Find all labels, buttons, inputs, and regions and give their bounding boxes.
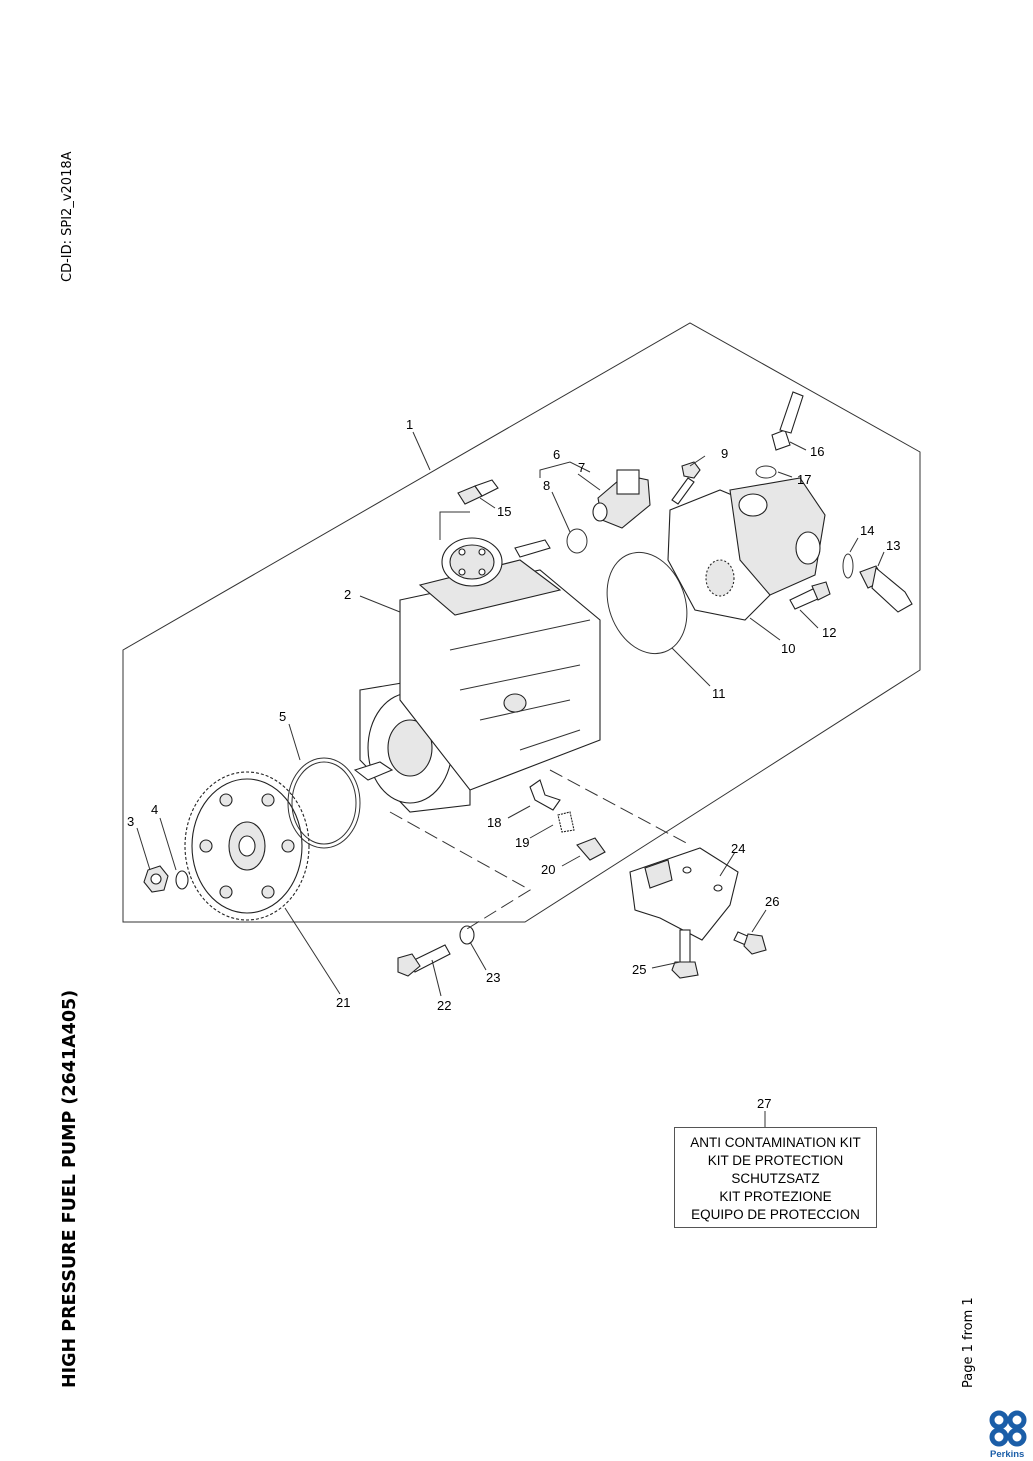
fitting-16 — [771, 391, 804, 451]
bracket-24 — [629, 847, 739, 941]
bolt-12 — [789, 581, 831, 610]
bracket-6 — [539, 461, 591, 478]
callout-18: 18 — [487, 815, 501, 830]
sensor-part — [592, 469, 651, 529]
washer-23 — [459, 925, 475, 945]
pump-body-part — [353, 537, 601, 813]
perkins-logo-icon — [989, 1410, 1027, 1447]
leader-lines — [136, 431, 885, 1127]
spring-19 — [557, 811, 575, 833]
bolt-9 — [671, 461, 701, 505]
callout-12: 12 — [822, 625, 836, 640]
callout-4: 4 — [151, 802, 158, 817]
callout-15: 15 — [497, 504, 511, 519]
nut-part — [143, 865, 169, 893]
callout-24: 24 — [731, 841, 745, 856]
gear-part — [184, 771, 310, 921]
o-ring-11 — [606, 551, 688, 655]
callout-6: 6 — [553, 447, 560, 462]
kit-line-de: SCHUTZSATZ — [731, 1171, 820, 1186]
logo-wordmark: Perkins — [990, 1449, 1025, 1460]
kit-line-fr: KIT DE PROTECTION — [707, 1153, 844, 1168]
connector-13 — [859, 565, 913, 613]
callout-25-26: 26 — [765, 894, 779, 909]
callout-20: 20 — [541, 862, 555, 877]
callout-25: 25 — [632, 962, 646, 977]
o-ring-5 — [287, 757, 361, 849]
kit-line-en: ANTI CONTAMINATION KIT — [690, 1135, 861, 1150]
callout-13: 13 — [886, 538, 900, 553]
kit-line-es: EQUIPO DE PROTECCION — [691, 1207, 860, 1222]
callout-9: 9 — [721, 446, 728, 461]
plug-20 — [576, 837, 606, 861]
alignment-line-2 — [549, 769, 691, 846]
assembly-outline — [122, 322, 921, 923]
callout-10: 10 — [781, 641, 795, 656]
callout-27: 27 — [757, 1096, 772, 1111]
seal-part — [566, 528, 588, 554]
callout-1: 1 — [406, 417, 413, 432]
callout-22: 22 — [437, 998, 451, 1013]
callout-23: 23 — [486, 970, 500, 985]
gear-pump-housing-part — [667, 477, 826, 621]
ring-14 — [842, 553, 854, 579]
callout-8: 8 — [543, 478, 550, 493]
bolt-26 — [733, 931, 767, 955]
callout-11: 11 — [712, 686, 726, 701]
callout-7: 7 — [578, 460, 585, 475]
bolt-22 — [397, 944, 451, 977]
callout-14: 14 — [860, 523, 874, 538]
callout-3: 3 — [127, 814, 134, 829]
kit-line-it: KIT PROTEZIONE — [719, 1189, 832, 1204]
ring-17 — [755, 465, 777, 479]
callout-16: 16 — [810, 444, 824, 459]
valve-18 — [529, 779, 561, 811]
alignment-line-1 — [389, 811, 531, 933]
callout-21: 21 — [336, 995, 350, 1010]
callout-17: 17 — [797, 472, 811, 487]
callout-19: 19 — [515, 835, 529, 850]
kit-label-box: ANTI CONTAMINATION KIT KIT DE PROTECTION… — [674, 1127, 877, 1228]
callout-2: 2 — [344, 587, 351, 602]
callout-5: 5 — [279, 709, 286, 724]
bolt-25 — [671, 929, 699, 979]
alignment-line-3 — [519, 729, 581, 751]
washer-part — [175, 870, 189, 890]
leader-15-bracket — [439, 511, 470, 540]
plug-15 — [457, 479, 499, 505]
